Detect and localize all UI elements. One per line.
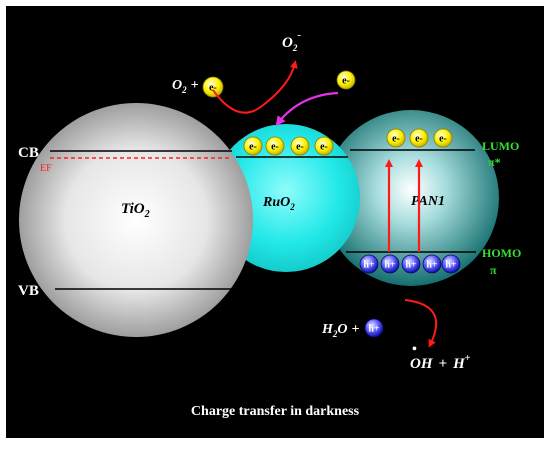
hole-label: h+: [384, 260, 396, 271]
caption: Charge transfer in darkness: [191, 404, 360, 419]
cb-label: CB: [18, 145, 39, 161]
electron-label: e-: [342, 76, 350, 87]
homo-hole: h+: [422, 254, 442, 274]
electron-circle-icon: [386, 128, 406, 148]
homo-label: HOMO: [482, 246, 521, 260]
water-formula: H2O+: [321, 322, 360, 339]
electron-circle-icon: [290, 136, 310, 156]
electron-label: e-: [439, 134, 447, 145]
electron-label: e-: [296, 142, 304, 153]
electron-label: e-: [320, 142, 328, 153]
ruo2-label: RuO2: [262, 195, 295, 212]
transferring-electron: e-: [336, 70, 356, 90]
ruo2-electron: e-: [243, 136, 263, 156]
pani-label: PAN1: [411, 194, 445, 209]
water-hole: h+: [364, 318, 384, 338]
radical-dot: •: [412, 342, 417, 357]
hole-label: h+: [445, 260, 457, 271]
vb-label: VB: [18, 283, 39, 299]
oxygen-reduction-arrow: [212, 60, 298, 114]
superoxide-formula: O2-: [282, 29, 301, 53]
electron-label: e-: [249, 142, 257, 153]
ruo2-electron: e-: [265, 136, 285, 156]
o2-formula: O2+: [172, 78, 199, 95]
hole-circle-icon: [441, 254, 461, 274]
electron-circle-icon: [409, 128, 429, 148]
water-oxidation-arrow: [404, 299, 438, 348]
lumo-electron: e-: [386, 128, 406, 148]
electron-circle-icon: [433, 128, 453, 148]
tio2-label: TiO2: [121, 201, 150, 220]
homo-hole: h+: [380, 254, 400, 274]
hole-label: h+: [368, 324, 380, 335]
ruo2-electron: e-: [290, 136, 310, 156]
electron-label: e-: [392, 134, 400, 145]
homo-hole: h+: [359, 254, 379, 274]
hole-circle-icon: [364, 318, 384, 338]
electron-circle-icon: [336, 70, 356, 90]
homo-hole: h+: [441, 254, 461, 274]
hole-circle-icon: [401, 254, 421, 274]
electron-circle-icon: [265, 136, 285, 156]
hole-label: h+: [363, 260, 375, 271]
electron-group: e-e-e-e-e-e-e-e-e-: [202, 70, 453, 156]
electron-label: e-: [415, 134, 423, 145]
electron-label: e-: [271, 142, 279, 153]
hole-circle-icon: [359, 254, 379, 274]
pi-label: π: [490, 263, 497, 277]
oxygen-electron: e-: [202, 76, 224, 98]
electron-circle-icon: [243, 136, 263, 156]
electron-transfer-arrow: [275, 91, 339, 127]
electron-label: e-: [209, 83, 217, 94]
lumo-electron: e-: [409, 128, 429, 148]
tio2-sphere: [19, 103, 253, 337]
pani-sphere: [323, 110, 499, 286]
lumo-electron: e-: [433, 128, 453, 148]
ef-label: EF: [40, 163, 52, 174]
electron-circle-icon: [202, 76, 224, 98]
ruo2-electron: e-: [314, 136, 334, 156]
pi-star-label: π*: [488, 155, 501, 169]
hydroxyl-radical-formula: OH+H+: [410, 353, 471, 372]
lumo-label: LUMO: [482, 139, 519, 153]
hole-label: h+: [405, 260, 417, 271]
hole-circle-icon: [380, 254, 400, 274]
hole-label: h+: [426, 260, 438, 271]
homo-hole: h+: [401, 254, 421, 274]
hole-group: h+ h+ h+ h+ h+ h+: [359, 254, 461, 338]
electron-circle-icon: [314, 136, 334, 156]
hole-circle-icon: [422, 254, 442, 274]
